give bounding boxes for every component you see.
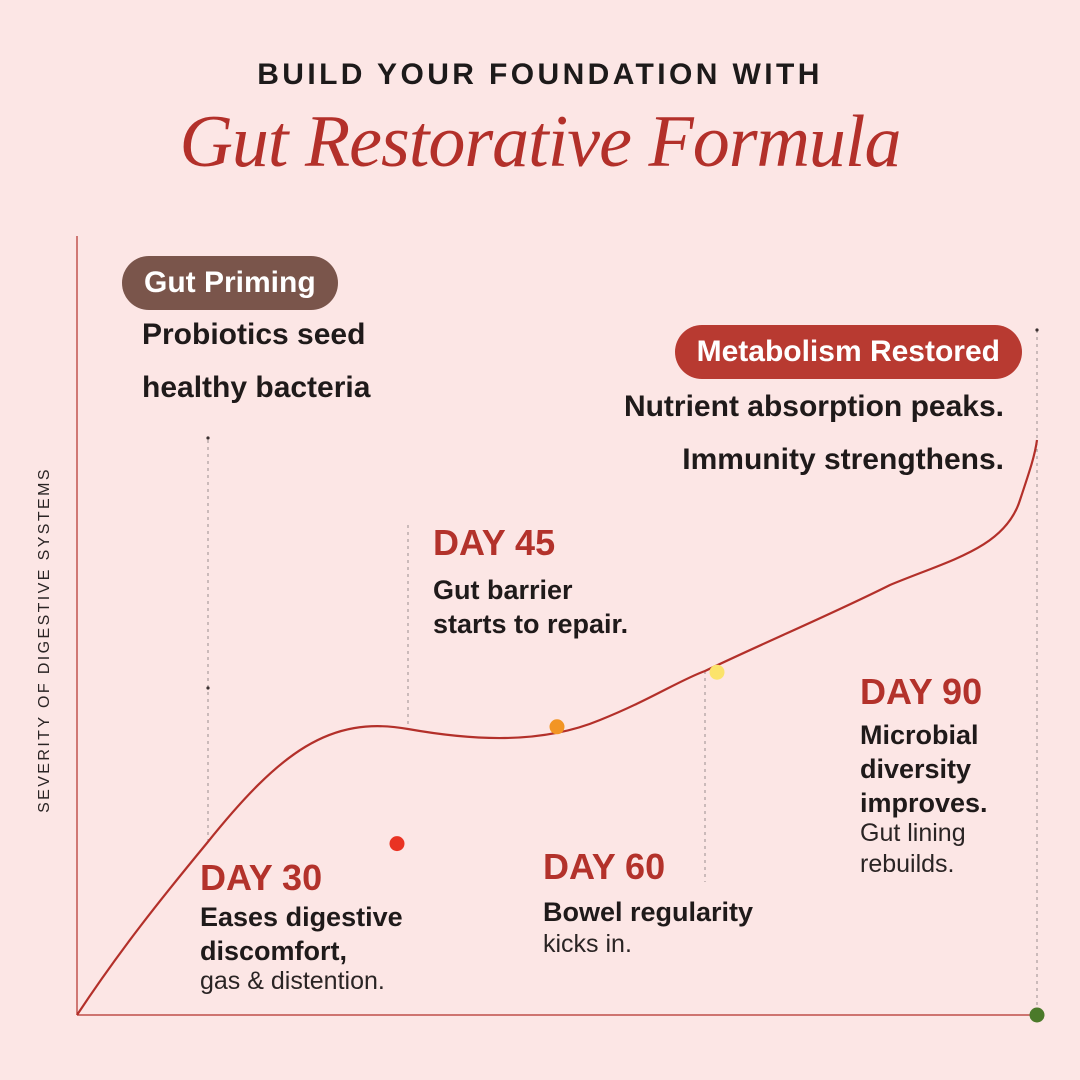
day60-label: DAY 60 <box>543 846 666 887</box>
day45-strong-line: starts to repair. <box>433 609 629 639</box>
day30-light-line: gas & distention. <box>200 967 385 995</box>
day90-strong-line: improves. <box>860 788 988 818</box>
day30-strong: Eases digestive discomfort, <box>200 900 403 968</box>
day90-light: Gut lining rebuilds. <box>860 818 966 880</box>
day60-light-line: kicks in. <box>543 930 632 958</box>
day45-label: DAY 45 <box>433 522 556 563</box>
phase-note-line: Probiotics seed <box>142 318 366 351</box>
day60-marker <box>709 664 725 680</box>
day30-strong-line: Eases digestive <box>200 902 403 932</box>
day30-strong-line: discomfort, <box>200 936 348 966</box>
progress-curve <box>76 439 1039 1016</box>
guide-arrow-mid <box>206 686 210 690</box>
day30-marker <box>389 836 405 852</box>
day90-light-line: Gut lining <box>860 819 966 847</box>
day90-strong-line: diversity <box>860 754 972 784</box>
day60-strong-line: Bowel regularity <box>543 897 754 927</box>
phase-note-line: Nutrient absorption peaks. <box>623 390 1004 423</box>
day30-light: gas & distention. <box>200 966 385 997</box>
day45-marker <box>549 719 565 735</box>
phase-note-metabolism-restored: Nutrient absorption peaks. Immunity stre… <box>624 380 1004 486</box>
phase-pill-gut-priming: Gut Priming <box>122 256 338 310</box>
phase-note-line: Immunity strengthens. <box>682 443 1004 476</box>
day90-label: DAY 90 <box>860 671 983 712</box>
day90-strong-line: Microbial <box>860 720 979 750</box>
day30-label: DAY 30 <box>200 857 323 898</box>
day90-strong: Microbial diversity improves. <box>860 718 988 820</box>
phase-note-gut-priming: Probiotics seed healthy bacteria <box>142 308 370 414</box>
guide-arrow-right <box>1035 328 1039 332</box>
day90-light-line: rebuilds. <box>860 850 955 878</box>
guide-arrow-top <box>206 436 210 440</box>
day45-strong-line: Gut barrier <box>433 575 573 605</box>
day90-marker <box>1029 1007 1045 1023</box>
day60-light: kicks in. <box>543 929 632 960</box>
phase-pill-metabolism-restored: Metabolism Restored <box>674 325 1022 379</box>
eyebrow-heading: BUILD YOUR FOUNDATION WITH <box>257 58 823 91</box>
day45-strong: Gut barrier starts to repair. <box>433 573 628 641</box>
y-axis-label: SEVERITY OF DIGESTIVE SYSTEMS <box>36 467 53 813</box>
page-title: Gut Restorative Formula <box>179 101 901 183</box>
phase-note-line: healthy bacteria <box>142 371 371 404</box>
day60-strong: Bowel regularity <box>543 895 753 929</box>
